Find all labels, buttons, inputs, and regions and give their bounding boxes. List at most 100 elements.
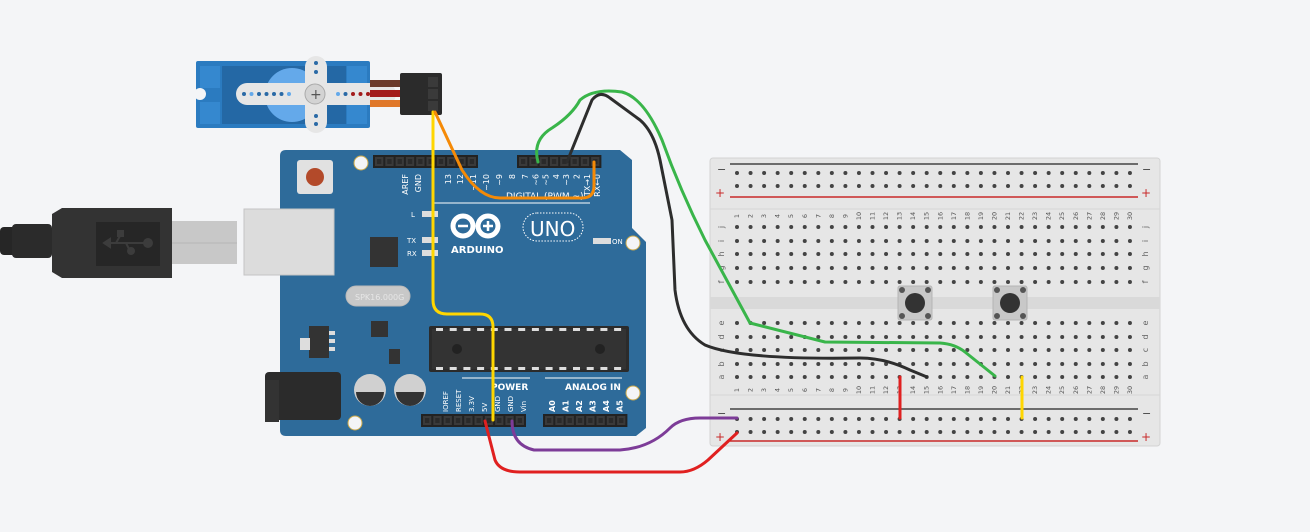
rail-hole[interactable] [843,184,848,188]
terminal-hole[interactable] [1100,335,1105,339]
terminal-hole[interactable] [789,321,794,325]
terminal-hole[interactable] [1006,280,1010,284]
terminal-hole[interactable] [884,225,889,229]
rail-hole[interactable] [938,430,943,434]
terminal-hole[interactable] [1019,252,1024,256]
terminal-hole[interactable] [870,348,875,352]
rail-hole[interactable] [965,184,970,188]
rail-hole[interactable] [1100,184,1105,188]
rail-hole[interactable] [965,171,970,175]
rail-hole[interactable] [748,184,753,188]
terminal-hole[interactable] [816,335,821,339]
rail-hole[interactable] [884,171,889,175]
terminal-hole[interactable] [1100,348,1105,352]
terminal-hole[interactable] [1033,348,1038,352]
rail-hole[interactable] [1114,417,1119,421]
rail-hole[interactable] [843,430,848,434]
terminal-hole[interactable] [802,348,807,352]
terminal-hole[interactable] [870,266,875,270]
terminal-hole[interactable] [1087,280,1092,284]
terminal-hole[interactable] [1073,335,1078,339]
terminal-hole[interactable] [762,252,767,256]
terminal-hole[interactable] [965,375,970,379]
terminal-hole[interactable] [1127,362,1132,366]
rail-hole[interactable] [1114,184,1119,188]
terminal-hole[interactable] [816,280,821,284]
terminal-hole[interactable] [1060,239,1065,243]
terminal-hole[interactable] [870,252,875,256]
terminal-hole[interactable] [1073,280,1078,284]
terminal-hole[interactable] [1073,362,1078,366]
terminal-hole[interactable] [829,225,834,229]
rail-hole[interactable] [1006,184,1010,188]
terminal-hole[interactable] [802,225,807,229]
rail-hole[interactable] [802,184,807,188]
terminal-hole[interactable] [911,321,916,325]
terminal-hole[interactable] [1100,266,1105,270]
terminal-hole[interactable] [856,225,861,229]
terminal-hole[interactable] [1100,239,1105,243]
terminal-hole[interactable] [1100,375,1105,379]
terminal-hole[interactable] [735,335,739,339]
black-wire[interactable] [565,93,929,379]
rail-hole[interactable] [1087,430,1092,434]
terminal-hole[interactable] [938,252,943,256]
rail-hole[interactable] [897,430,902,434]
terminal-hole[interactable] [816,266,821,270]
terminal-hole[interactable] [924,335,929,339]
terminal-hole[interactable] [762,225,767,229]
rail-hole[interactable] [924,417,929,421]
terminal-hole[interactable] [1087,239,1092,243]
terminal-hole[interactable] [897,348,902,352]
micro-servo[interactable]: + [194,56,442,133]
terminal-hole[interactable] [816,348,821,352]
terminal-hole[interactable] [843,375,848,379]
terminal-hole[interactable] [856,252,861,256]
terminal-hole[interactable] [992,225,997,229]
terminal-hole[interactable] [965,239,970,243]
terminal-hole[interactable] [843,225,848,229]
terminal-hole[interactable] [978,280,983,284]
terminal-hole[interactable] [965,321,970,325]
terminal-hole[interactable] [1033,225,1038,229]
terminal-hole[interactable] [748,335,753,339]
terminal-hole[interactable] [1033,280,1038,284]
terminal-hole[interactable] [1060,321,1065,325]
rail-hole[interactable] [843,417,848,421]
rail-hole[interactable] [1060,430,1065,434]
rail-hole[interactable] [1100,171,1105,175]
rail-hole[interactable] [884,430,889,434]
terminal-hole[interactable] [992,348,997,352]
servo-signal-wire[interactable] [433,110,596,200]
terminal-hole[interactable] [789,280,794,284]
terminal-hole[interactable] [1073,239,1078,243]
terminal-hole[interactable] [856,280,861,284]
rail-hole[interactable] [1033,184,1038,188]
terminal-hole[interactable] [870,335,875,339]
terminal-hole[interactable] [1100,225,1105,229]
rail-hole[interactable] [1100,417,1105,421]
terminal-hole[interactable] [1033,252,1038,256]
green-wire[interactable] [535,89,997,378]
rail-hole[interactable] [1019,184,1024,188]
rail-hole[interactable] [992,171,997,175]
terminal-hole[interactable] [843,280,848,284]
terminal-hole[interactable] [897,239,902,243]
rail-hole[interactable] [762,430,767,434]
terminal-hole[interactable] [1100,321,1105,325]
terminal-hole[interactable] [829,266,834,270]
terminal-hole[interactable] [978,375,983,379]
rail-hole[interactable] [843,171,848,175]
terminal-hole[interactable] [1019,239,1024,243]
terminal-hole[interactable] [884,335,889,339]
terminal-hole[interactable] [924,362,929,366]
terminal-hole[interactable] [897,225,902,229]
terminal-hole[interactable] [924,239,929,243]
terminal-hole[interactable] [1073,348,1078,352]
terminal-hole[interactable] [978,348,983,352]
terminal-hole[interactable] [978,239,983,243]
terminal-hole[interactable] [1087,348,1092,352]
terminal-hole[interactable] [951,280,956,284]
terminal-hole[interactable] [965,266,970,270]
rail-hole[interactable] [1127,430,1132,434]
